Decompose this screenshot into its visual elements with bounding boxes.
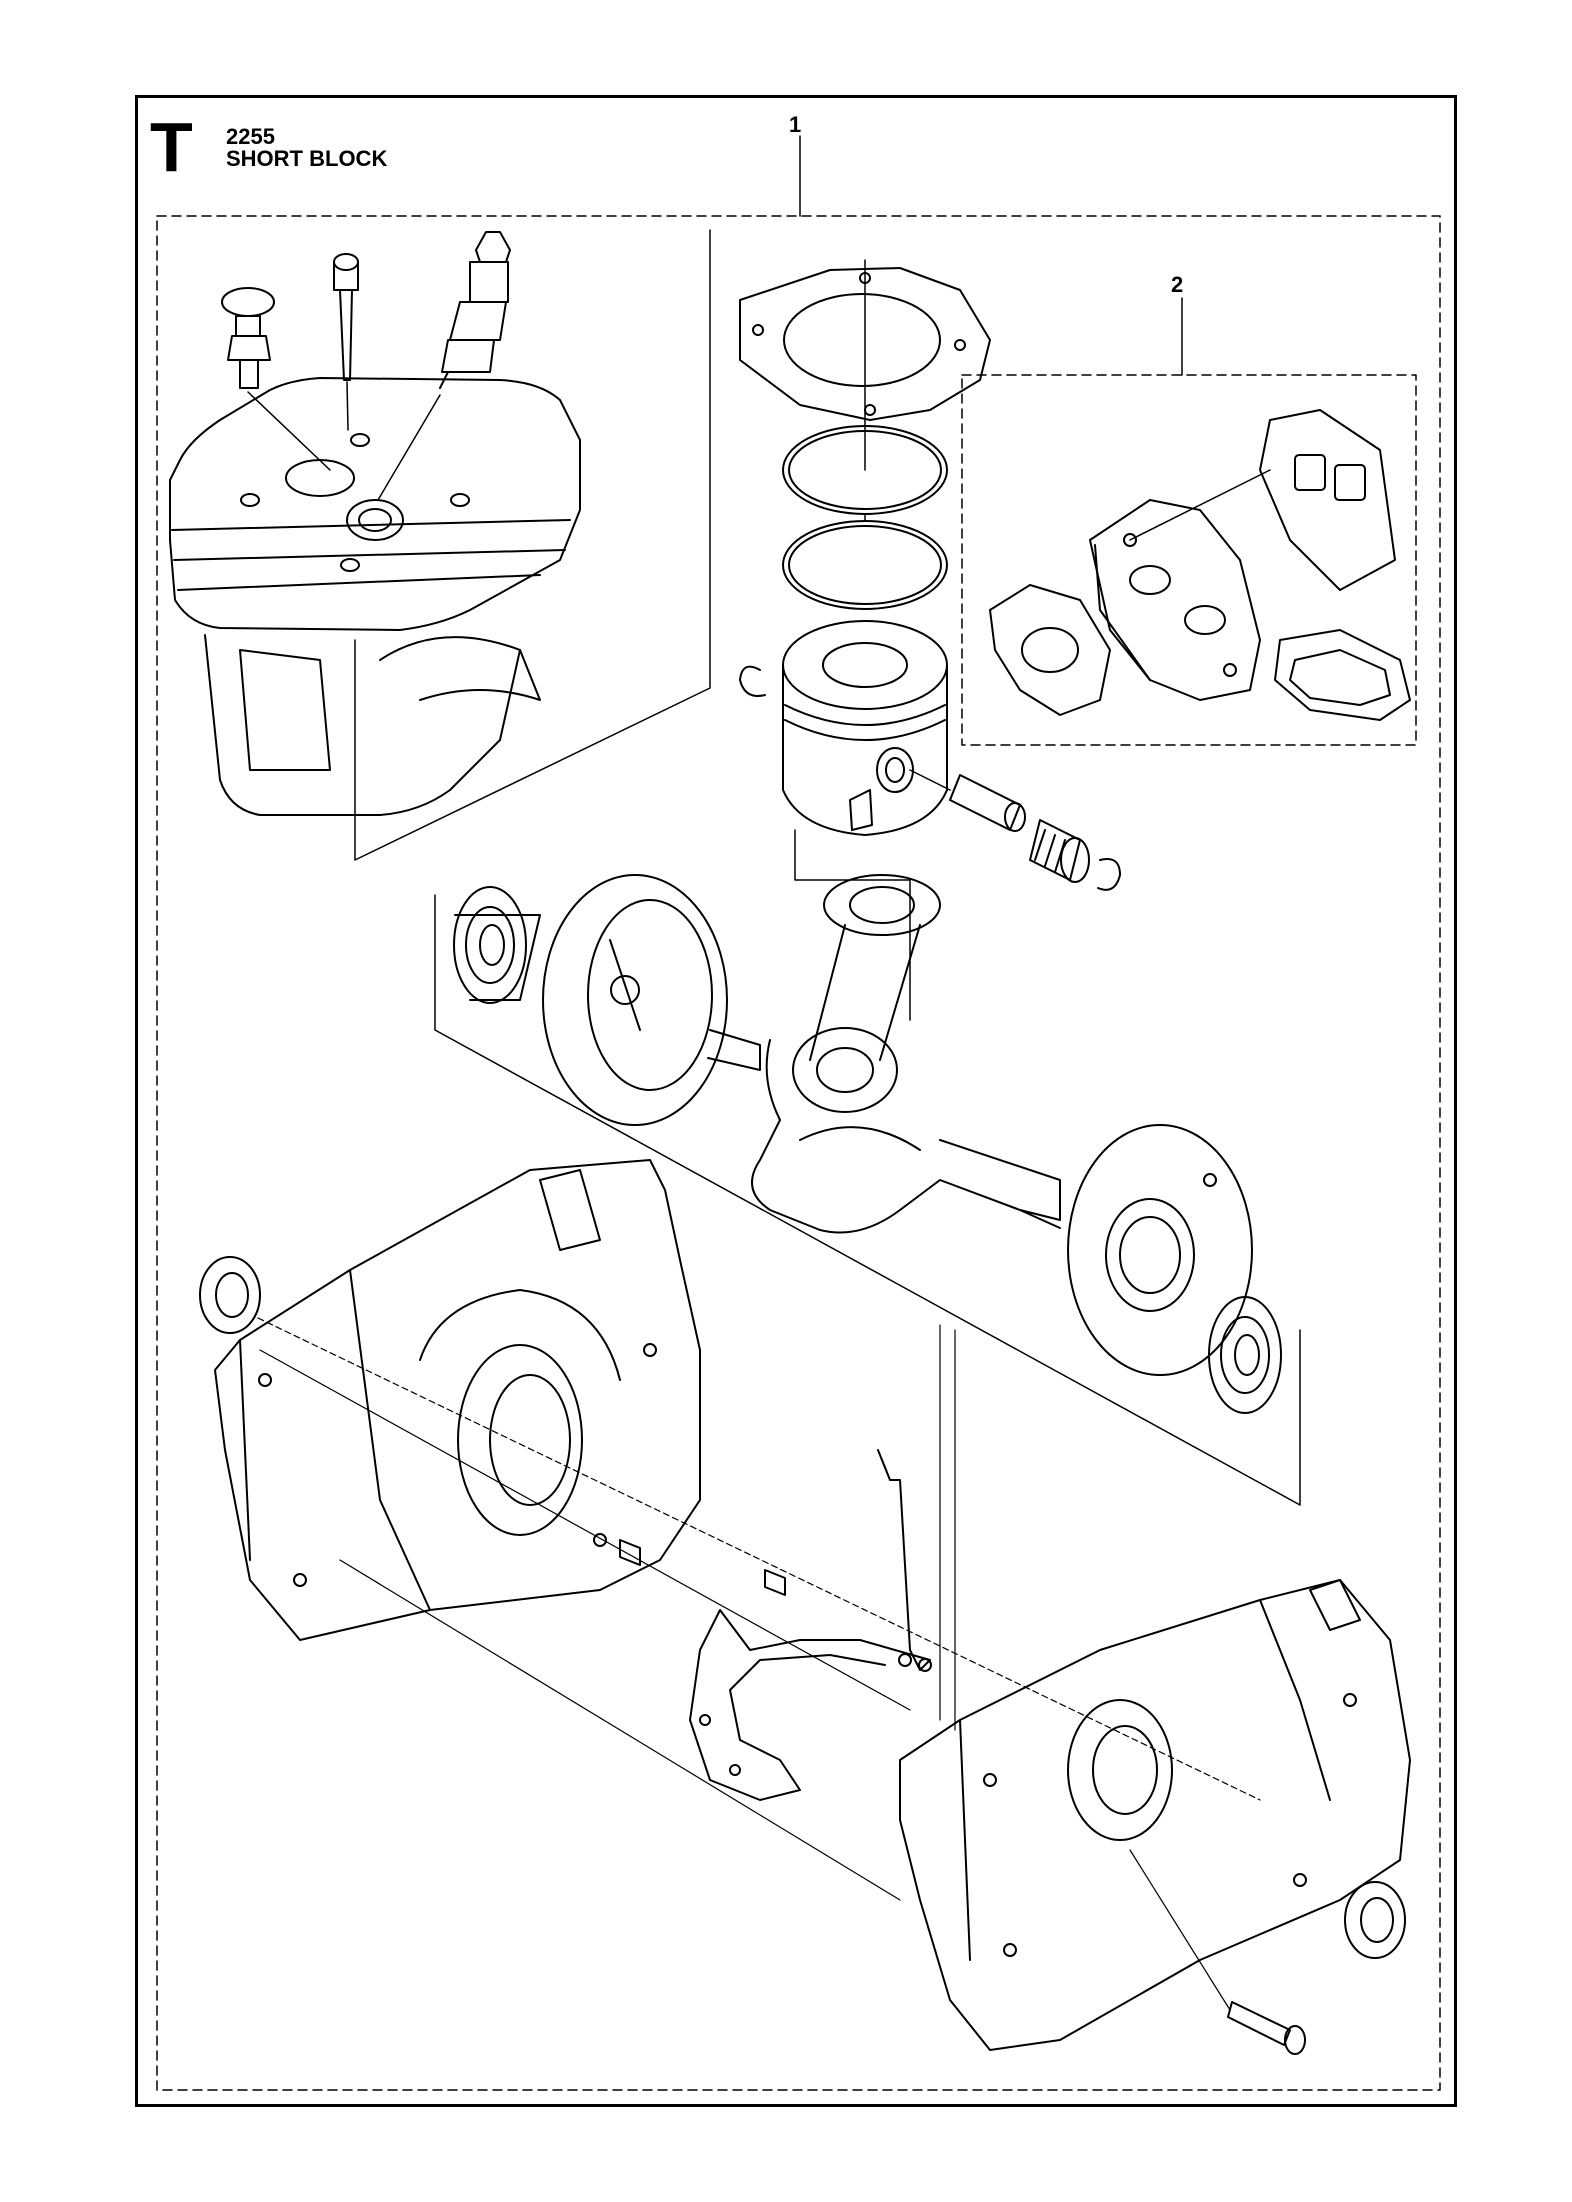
kit-1-boundary <box>156 135 1441 2091</box>
page-frame <box>135 95 1457 2107</box>
exhaust-gasket <box>1274 629 1411 721</box>
part-number: 2255 <box>226 124 275 149</box>
seal-ring-left <box>199 1256 261 1334</box>
crankcase-gasket <box>689 1449 932 1801</box>
crankcase-dowels <box>619 1539 786 1596</box>
crank-bearing-left <box>453 886 541 1004</box>
connecting-rod <box>792 874 941 1113</box>
needle-bearing <box>1029 819 1090 883</box>
crankcase-screw <box>1227 2001 1306 2055</box>
crank-bearing-right <box>1208 1296 1282 1414</box>
flange-axis <box>1129 469 1271 541</box>
piston-ring-lower <box>782 520 948 610</box>
section-letter: T <box>150 108 193 186</box>
assembly-leader-lines <box>257 1317 1261 2011</box>
page-title: SHORT BLOCK <box>226 146 388 171</box>
cylinder-screw <box>333 253 359 431</box>
piston-pin <box>909 769 1026 832</box>
seal-ring-right <box>1344 1881 1406 1959</box>
crankshaft-left-half <box>542 874 761 1126</box>
crankcase-right-half <box>899 1579 1411 2051</box>
intake-gasket-right <box>1259 409 1396 591</box>
intake-gasket-left <box>989 584 1111 716</box>
decompression-valve <box>221 287 331 471</box>
cylinder-gasket <box>739 267 991 421</box>
spark-plug <box>377 231 511 501</box>
callout-2: 2 <box>1171 272 1184 297</box>
crank-bracket <box>434 894 1301 1506</box>
piston-rod-bracket <box>794 829 911 1021</box>
crankcase-left-half <box>214 1159 701 1641</box>
intake-flange <box>1089 499 1261 701</box>
kit-2-boundary <box>961 297 1417 746</box>
cylinder <box>169 229 711 861</box>
piston-circlip-left <box>739 665 766 697</box>
callout-1: 1 <box>789 112 802 137</box>
crankshaft <box>751 1039 1061 1234</box>
piston-circlip-right <box>1097 858 1121 891</box>
crankshaft-right-half <box>1067 1124 1253 1376</box>
piston <box>782 620 948 836</box>
